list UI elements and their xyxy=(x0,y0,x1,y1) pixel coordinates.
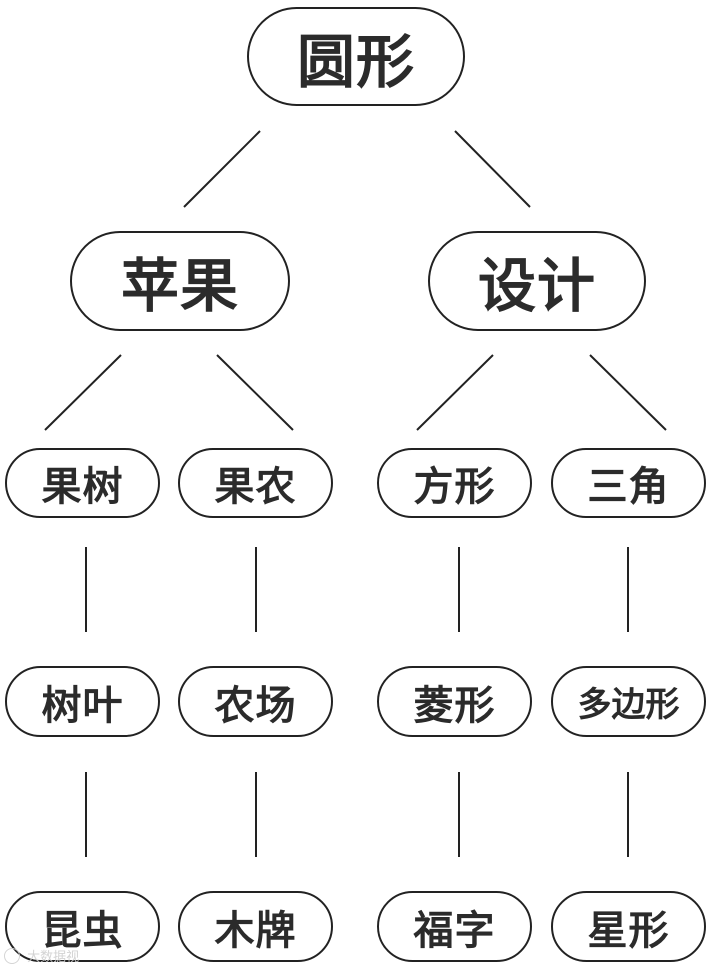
node-fu-character: 福字 xyxy=(377,891,532,962)
node-label: 果树 xyxy=(41,464,124,510)
node-fruit-farmer: 果农 xyxy=(178,448,333,518)
node-farm: 农场 xyxy=(178,666,333,737)
node-polygon: 多边形 xyxy=(551,666,706,737)
node-label: 星形 xyxy=(587,907,670,954)
edge-apple-to-fruit-tree xyxy=(44,354,122,431)
watermark-circle-icon xyxy=(4,947,20,964)
node-label: 苹果 xyxy=(120,252,239,320)
watermark: 大数据视 xyxy=(4,946,79,965)
node-branch-design: 设计 xyxy=(428,231,646,331)
node-label: 菱形 xyxy=(413,682,496,729)
node-label: 昆虫 xyxy=(41,907,124,954)
node-label: 设计 xyxy=(477,252,596,320)
node-label: 方形 xyxy=(413,464,496,510)
node-label: 农场 xyxy=(214,682,297,729)
edge-design-to-triangle xyxy=(589,354,667,431)
node-insect: 昆虫 xyxy=(5,891,160,962)
node-leaf: 树叶 xyxy=(5,666,160,737)
node-square: 方形 xyxy=(377,448,532,518)
node-label: 多边形 xyxy=(577,685,680,725)
node-fruit-tree: 果树 xyxy=(5,448,160,518)
edge-root-to-design xyxy=(454,130,531,208)
node-label: 果农 xyxy=(214,464,297,510)
edge-apple-to-fruit-farmer xyxy=(216,354,294,431)
edge-design-to-square xyxy=(416,354,494,431)
node-label: 圆形 xyxy=(296,27,415,96)
node-label: 福字 xyxy=(413,907,496,954)
node-triangle: 三角 xyxy=(551,448,706,518)
node-diamond: 菱形 xyxy=(377,666,532,737)
node-label: 树叶 xyxy=(41,682,124,729)
node-root: 圆形 xyxy=(247,7,465,106)
node-wooden-sign: 木牌 xyxy=(178,891,333,962)
node-label: 木牌 xyxy=(214,907,297,954)
node-star: 星形 xyxy=(551,891,706,962)
watermark-text: 大数据视 xyxy=(27,950,80,965)
node-branch-apple: 苹果 xyxy=(70,231,290,331)
edge-root-to-apple xyxy=(183,130,261,208)
node-label: 三角 xyxy=(587,464,670,510)
